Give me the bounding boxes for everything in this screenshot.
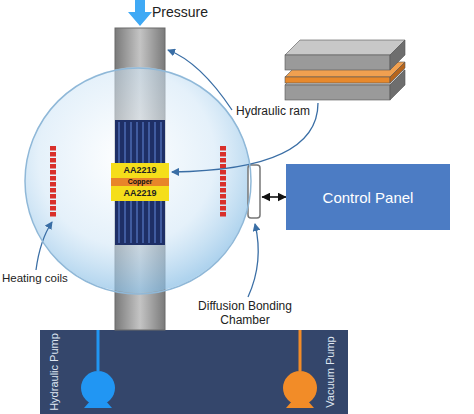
part-label: Heating coils — [2, 272, 68, 284]
specimen-layer: AA2219 — [111, 186, 169, 201]
chamber-fill — [25, 67, 251, 293]
leader-line — [36, 222, 52, 270]
pump-label: Hydraulic Pump — [48, 333, 60, 411]
hydraulic-pump-symbol — [81, 330, 115, 408]
pump-base — [40, 330, 348, 414]
pump-unit: Hydraulic Pump Vacuum Pump — [40, 330, 348, 414]
force-label: Pressure — [152, 4, 208, 20]
chamber: Diffusion Bonding ChamberAA2219CopperAA2… — [24, 67, 252, 295]
leader-line — [168, 50, 232, 110]
leader-line — [248, 224, 258, 297]
box-title: Control Panel — [323, 189, 414, 206]
chamber-label: Diffusion Bonding Chamber — [186, 299, 304, 328]
leader-line — [172, 103, 318, 172]
part-label: Hydraulic ram — [236, 104, 310, 118]
heating-coil — [50, 146, 56, 217]
plates-illustration — [285, 40, 405, 100]
vacuum-pump-symbol — [283, 330, 317, 408]
specimen-stack: AA2219CopperAA2219 — [111, 163, 169, 201]
chamber-outline — [25, 68, 251, 294]
specimen-layer: AA2219 — [111, 163, 169, 178]
heating-coil — [220, 146, 226, 217]
connector-arrow — [262, 196, 286, 198]
pressure-arrow — [128, 0, 152, 26]
interlayer: Copper — [111, 178, 169, 186]
process-box: Control Panel — [286, 164, 450, 230]
pump-label: Vacuum Pump — [324, 336, 336, 407]
